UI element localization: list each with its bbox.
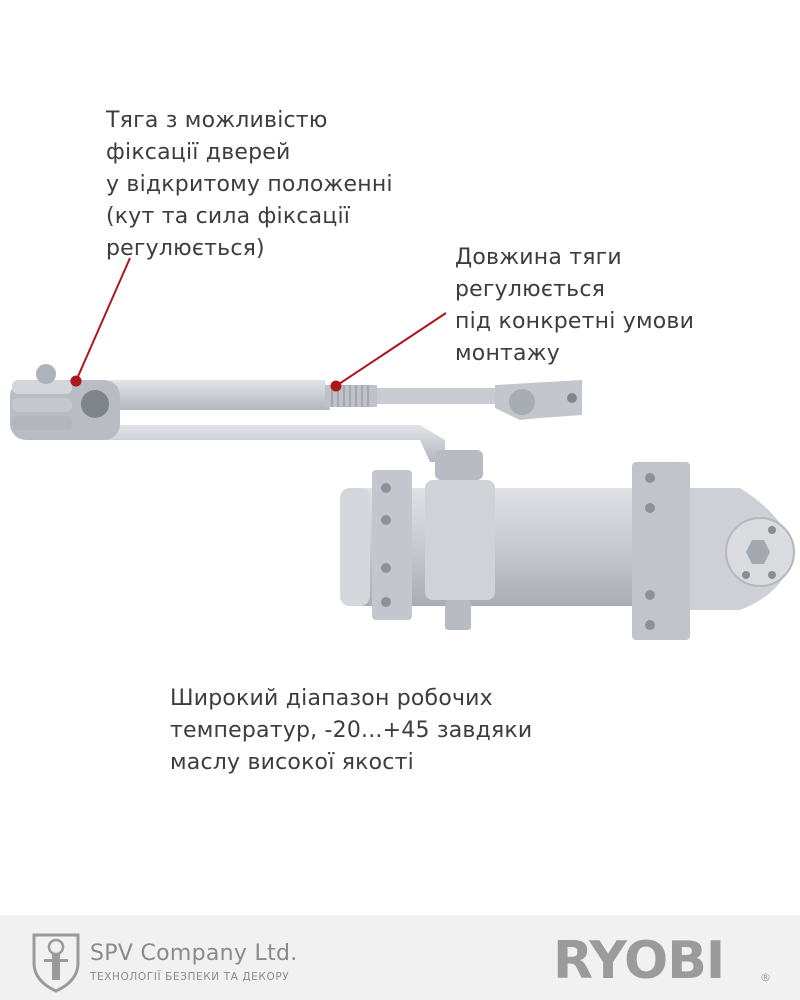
closer-body (340, 462, 795, 640)
company-tagline: ТЕХНОЛОГІЇ БЕЗПЕКИ ТА ДЕКОРУ (90, 971, 290, 983)
door-closer-illustration (10, 257, 795, 640)
adjustable-forearm (110, 380, 582, 420)
callout-fixation (70, 257, 131, 387)
footer-bar: SPV Company Ltd. ТЕХНОЛОГІЇ БЕЗПЕКИ ТА Д… (0, 915, 800, 1000)
main-arm (80, 425, 483, 480)
ryobi-logo: RYOBI (553, 931, 725, 991)
registered-mark: ® (760, 971, 771, 984)
caption-arm-fixation: Тяга з можливістю фіксації дверей у відк… (106, 108, 393, 261)
callout-length (330, 312, 447, 392)
caption-arm-length: Довжина тяги регулюється під конкретні у… (455, 245, 695, 366)
elbow-joint (10, 364, 120, 440)
spv-shield-logo-icon (32, 933, 80, 993)
company-name: SPV Company Ltd. (90, 941, 298, 966)
caption-temperature-range: Широкий діапазон робочих температур, -20… (170, 686, 533, 775)
